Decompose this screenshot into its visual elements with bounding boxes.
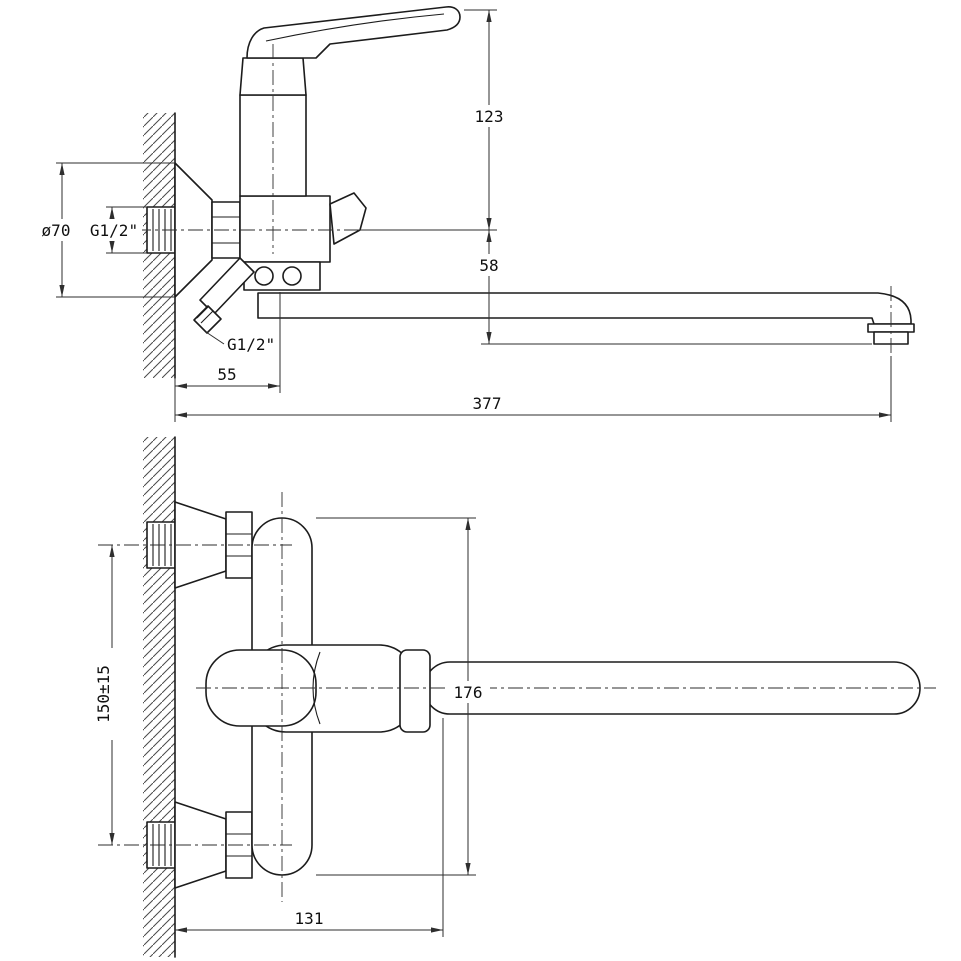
dim-flange-diameter: ø70 [32, 162, 175, 298]
dim-label-inlet-thread: G1/2" [90, 221, 138, 240]
dim-label-spout-reach: 377 [473, 394, 502, 413]
dim-label-wall-to-pivot: 55 [217, 365, 236, 384]
front-view [98, 436, 936, 958]
pivot-screw-right [282, 266, 302, 286]
dim-inlet-thread: G1/2" [88, 206, 147, 254]
dim-label-wall-to-spout-nut: 131 [295, 909, 324, 928]
spout-nut-front [399, 649, 431, 733]
dim-wall-to-spout-nut: 131 [175, 718, 444, 937]
pivot-screw-left [254, 266, 274, 286]
dim-handle-height: 123 [344, 9, 512, 231]
wall-section-front [143, 437, 175, 957]
dim-label-shower-thread: G1/2" [227, 335, 275, 354]
dim-label-flange-diameter: ø70 [42, 221, 71, 240]
dim-label-mounting-centers: 150±15 [94, 665, 113, 723]
side-view [136, 6, 915, 379]
dim-mounting-centers: 150±15 [92, 545, 116, 845]
dim-spout-reach: 377 [175, 356, 892, 422]
dim-label-handle-height: 123 [475, 107, 504, 126]
dim-shower-thread: G1/2" [205, 331, 275, 354]
dimensions-side: ø70 G1/2" 123 58 G1/2" [32, 9, 892, 422]
dim-outlet-drop: 58 [470, 230, 872, 345]
dim-label-body-height: 176 [454, 683, 483, 702]
lever-handle-detail-line [265, 13, 445, 42]
dim-wall-to-pivot: 55 [174, 292, 281, 422]
diverter-knob [329, 192, 367, 245]
valve-body-side [239, 195, 331, 263]
dim-body-height: 176 [316, 517, 490, 876]
spout-side [257, 292, 912, 325]
lever-handle-side [246, 6, 461, 59]
dimensions-front: 150±15 176 131 [92, 517, 490, 937]
dim-label-outlet-drop: 58 [479, 256, 498, 275]
